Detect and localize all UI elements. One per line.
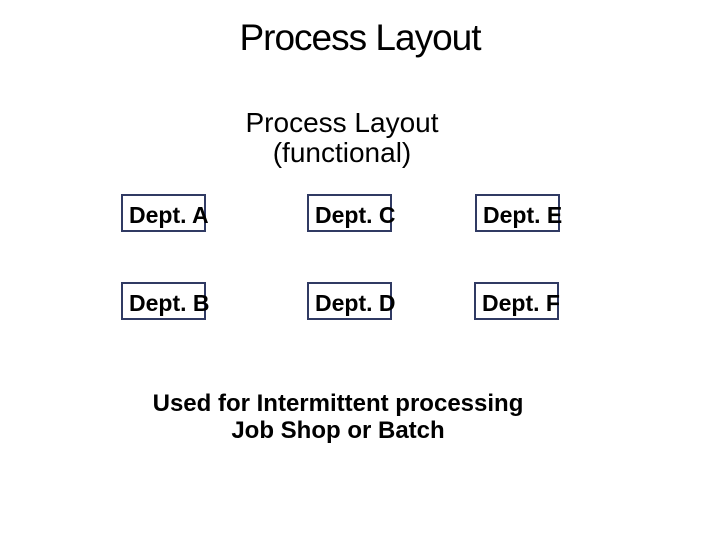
- footer-block: Used for Intermittent processing Job Sho…: [0, 390, 698, 444]
- dept-box-c: Dept. C: [307, 194, 396, 232]
- dept-box-b: Dept. B: [121, 282, 210, 320]
- subtitle-block: Process Layout (functional): [0, 108, 702, 168]
- subtitle-line-1: Process Layout: [245, 107, 439, 138]
- dept-box-f: Dept. F: [474, 282, 560, 320]
- footer-line-1: Used for Intermittent processing: [152, 390, 524, 417]
- footer-line-2: Job Shop or Batch: [231, 417, 445, 444]
- dept-box-d: Dept. D: [307, 282, 396, 320]
- dept-box-e: Dept. E: [475, 194, 562, 232]
- slide-title: Process Layout: [239, 17, 481, 58]
- dept-box-a: Dept. A: [121, 194, 209, 232]
- subtitle-line-2: (functional): [272, 137, 412, 168]
